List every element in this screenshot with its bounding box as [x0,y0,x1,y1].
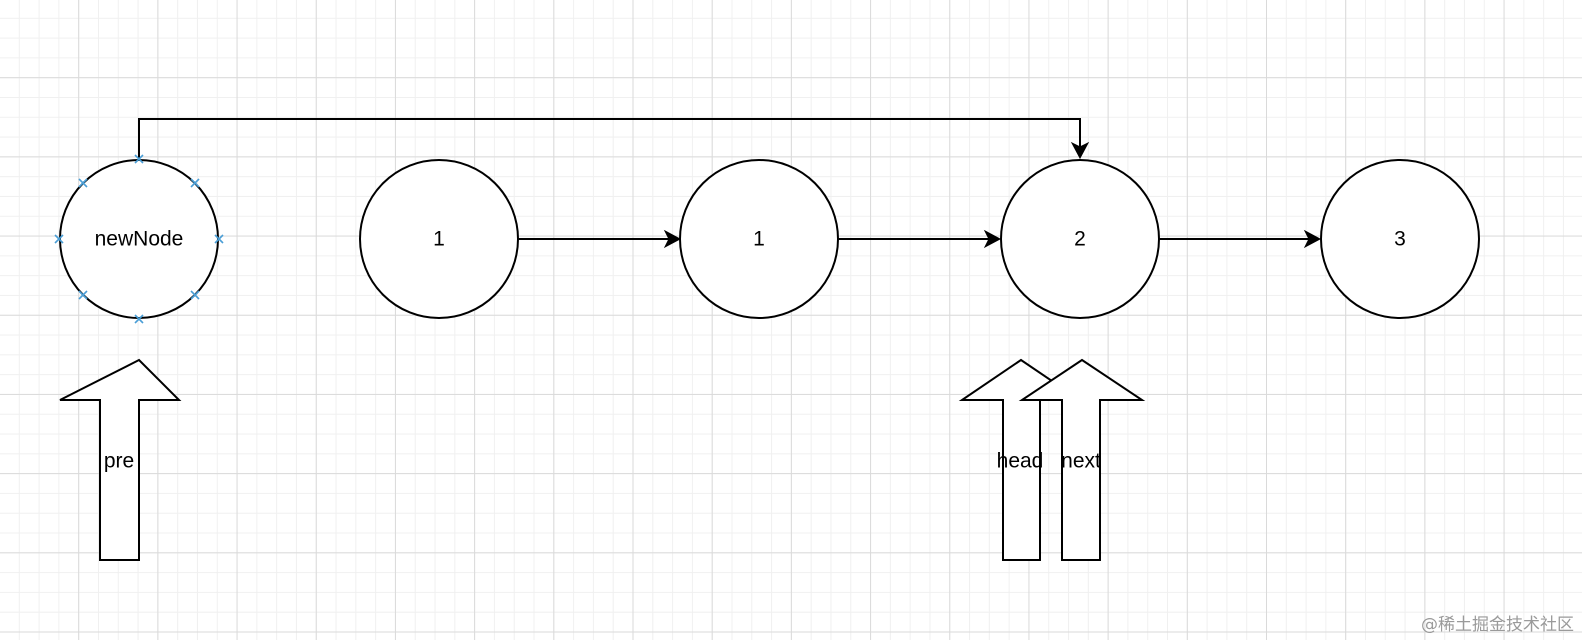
newnode-selection-handles [54,154,224,324]
pointer-pre-label: pre [104,450,134,473]
edge-newnode-to-node-2[interactable] [138,118,1081,160]
pointer-next[interactable]: next [1018,358,1146,561]
arrowhead-newnode-to-node-2 [1070,141,1090,160]
arrowhead-node-1b-to-node-2 [983,229,1002,249]
node-1a[interactable]: 1 [359,159,519,319]
watermark: @稀土掘金技术社区 [1421,615,1574,635]
node-1b-label: 1 [753,228,765,251]
connection-handle-icon[interactable] [214,234,224,244]
pointer-pre-arrow-shape [59,358,182,561]
connection-handle-icon[interactable] [78,290,88,300]
arrowhead-node-1a-to-node-1b [663,229,682,249]
connection-handle-icon[interactable] [190,178,200,188]
edges [138,118,1322,249]
node-2-label: 2 [1074,228,1086,251]
pointer-next-label: next [1061,450,1101,473]
pointers: pre head next [59,358,1146,561]
connection-handle-icon[interactable] [134,314,144,324]
node-2[interactable]: 2 [1000,159,1160,319]
nodes: newNode 1 1 2 3 [59,159,1480,319]
arrowhead-node-2-to-node-3 [1303,229,1322,249]
node-3-label: 3 [1394,228,1406,251]
connection-handle-icon[interactable] [190,290,200,300]
pointer-pre[interactable]: pre [59,358,182,561]
node-1a-label: 1 [433,228,445,251]
connection-handle-icon[interactable] [134,154,144,164]
node-newnode-label: newNode [95,228,184,251]
node-3[interactable]: 3 [1320,159,1480,319]
pointer-next-arrow-shape [1018,358,1146,561]
connection-handle-icon[interactable] [54,234,64,244]
node-1b[interactable]: 1 [679,159,839,319]
connection-handle-icon[interactable] [78,178,88,188]
pointer-head-label: head [997,450,1044,473]
